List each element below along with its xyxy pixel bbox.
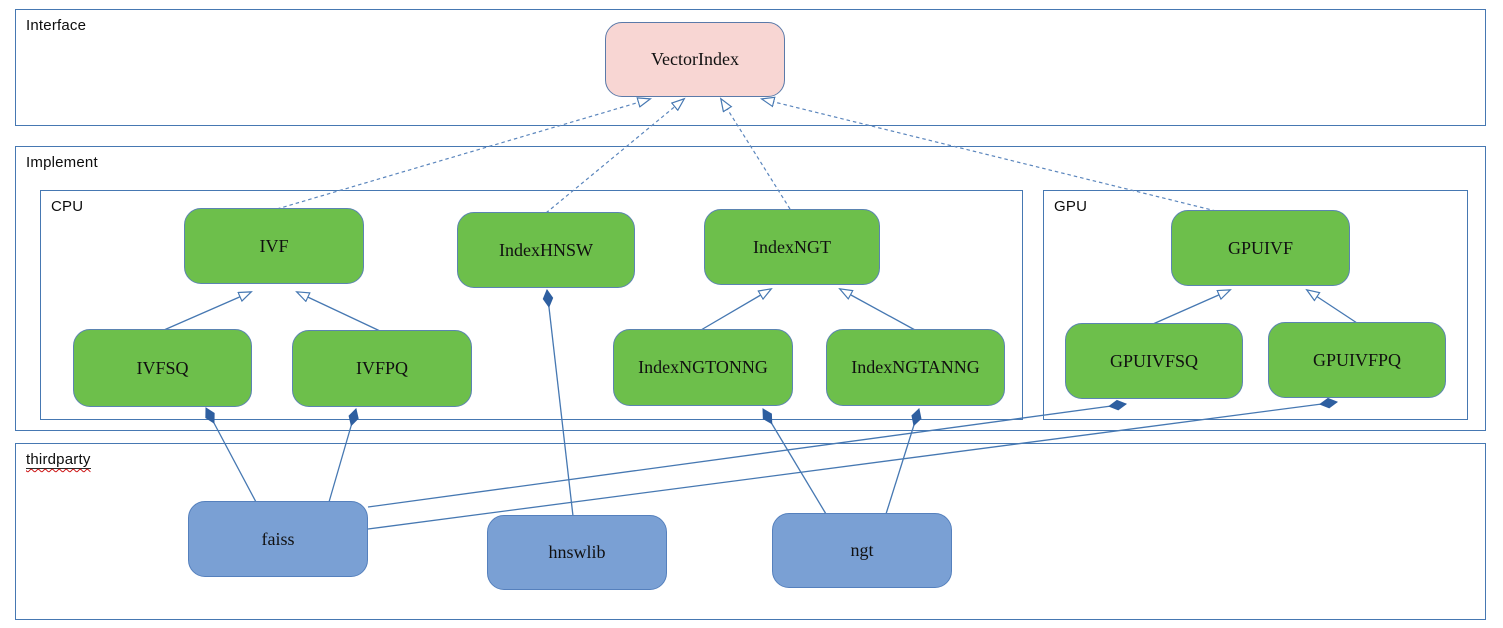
node-gpuivf-label: GPUIVF xyxy=(1227,237,1293,258)
node-indexngt-label: IndexNGT xyxy=(753,236,831,257)
node-indexhnsw[interactable]: IndexHNSW xyxy=(457,212,635,288)
container-thirdparty-label: thirdparty xyxy=(26,451,91,469)
container-implement-label: Implement xyxy=(26,154,98,171)
node-vectorindex[interactable]: VectorIndex xyxy=(605,22,785,97)
container-cpu-label: CPU xyxy=(51,198,84,215)
node-ngt[interactable]: ngt xyxy=(772,513,952,588)
node-indexngtonng[interactable]: IndexNGTONNG xyxy=(613,329,793,406)
container-interface-label: Interface xyxy=(26,17,87,34)
node-gpuivfsq-label: GPUIVFSQ xyxy=(1109,350,1199,371)
container-thirdparty-label-text: thirdparty xyxy=(26,451,91,468)
node-indexngtonng-label: IndexNGTONNG xyxy=(638,357,768,377)
node-ivfpq[interactable]: IVFPQ xyxy=(292,330,472,407)
container-gpu-label: GPU xyxy=(1054,198,1088,215)
node-faiss[interactable]: faiss xyxy=(188,501,368,577)
node-ivfsq[interactable]: IVFSQ xyxy=(73,329,252,407)
node-gpuivfpq[interactable]: GPUIVFPQ xyxy=(1268,322,1446,398)
node-indexngtanng[interactable]: IndexNGTANNG xyxy=(826,329,1005,406)
node-ivfsq-label: IVFSQ xyxy=(136,357,189,378)
node-ngt-label: ngt xyxy=(850,540,874,560)
node-vectorindex-label: VectorIndex xyxy=(651,49,739,69)
node-gpuivfpq-label: GPUIVFPQ xyxy=(1312,349,1402,370)
node-indexngt[interactable]: IndexNGT xyxy=(704,209,880,285)
node-indexngtanng-label: IndexNGTANNG xyxy=(851,357,980,377)
node-faiss-label: faiss xyxy=(261,528,295,549)
node-indexhnsw-label: IndexHNSW xyxy=(499,239,593,260)
node-gpuivf[interactable]: GPUIVF xyxy=(1171,210,1350,286)
node-gpuivfsq[interactable]: GPUIVFSQ xyxy=(1065,323,1243,399)
node-ivf-label: IVF xyxy=(259,235,289,256)
node-hnswlib[interactable]: hnswlib xyxy=(487,515,667,590)
node-ivf[interactable]: IVF xyxy=(184,208,364,284)
node-hnswlib-label: hnswlib xyxy=(548,542,606,562)
node-ivfpq-label: IVFPQ xyxy=(355,358,408,378)
